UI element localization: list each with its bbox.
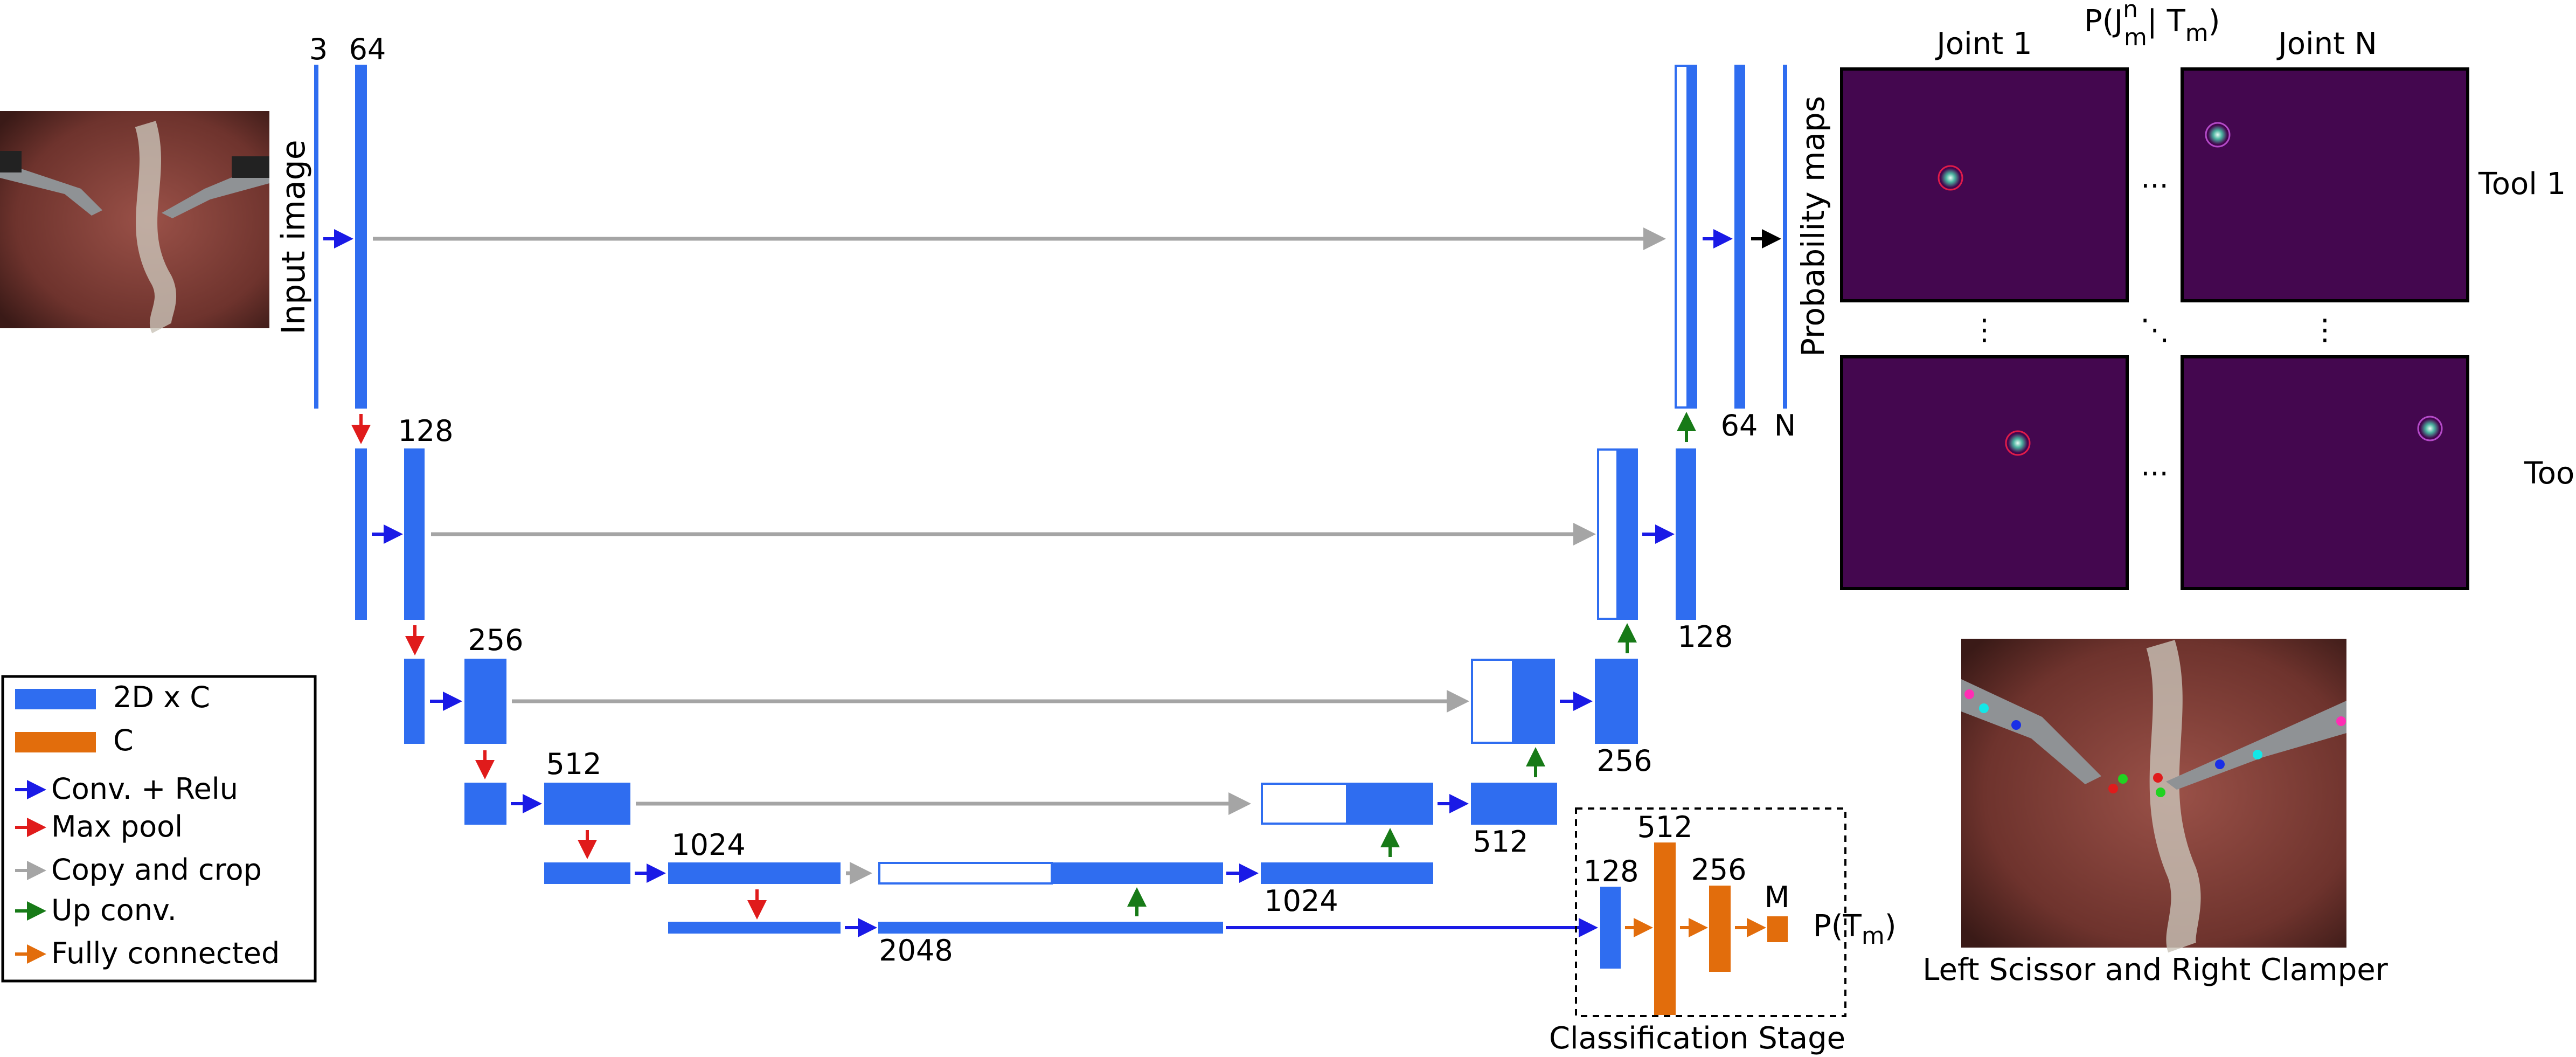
formula-mid: | T bbox=[2147, 4, 2186, 39]
classifier-fc-M bbox=[1767, 916, 1788, 942]
decoder-block-64 bbox=[1734, 65, 1745, 409]
decoder-block-128 bbox=[1676, 448, 1696, 620]
vdots-left: ⋮ bbox=[1970, 313, 1999, 347]
decoder-upconv-block bbox=[1347, 783, 1433, 825]
encoder-block-64 bbox=[355, 65, 367, 409]
hdots-bottom: ... bbox=[2141, 448, 2169, 482]
legend-swatch-orange-block bbox=[15, 732, 96, 752]
joint-N-label: Joint N bbox=[2276, 26, 2377, 61]
decoder-block-256 bbox=[1595, 659, 1638, 744]
svg-text:P(Jnm| Tm): P(Jnm| Tm) bbox=[2084, 0, 2220, 51]
bottleneck-block-2048 bbox=[878, 922, 1223, 934]
encoder-block-1024 bbox=[668, 862, 841, 884]
input-image-label: Input image bbox=[275, 140, 313, 334]
label-2048: 2048 bbox=[879, 934, 953, 968]
legend-label: C bbox=[113, 723, 134, 757]
joint-1-label: Joint 1 bbox=[1935, 26, 2032, 61]
classifier-fc-512 bbox=[1654, 842, 1676, 1015]
label-512: 512 bbox=[546, 747, 601, 781]
legend: 2D x C C Conv. + Relu Max pool Copy and … bbox=[1, 675, 317, 983]
encoder-block-256b bbox=[464, 783, 506, 825]
classifier-label-128: 128 bbox=[1583, 854, 1638, 888]
probability-maps-label: Probability maps bbox=[1795, 96, 1831, 357]
decoder-block-1024 bbox=[1261, 862, 1433, 884]
prob-map-tool1-jointN bbox=[2181, 67, 2469, 302]
decoder-upconv-block bbox=[1617, 448, 1638, 620]
bottleneck-block-1024 bbox=[668, 922, 841, 934]
vdots-right: ⋮ bbox=[2310, 313, 2339, 347]
decoder-label-1024: 1024 bbox=[1264, 884, 1338, 918]
legend-label: Fully connected bbox=[51, 936, 280, 970]
tool-M-label: Tool M bbox=[2524, 456, 2576, 491]
prob-map-tool1-joint1 bbox=[1840, 67, 2129, 302]
label-64: 64 bbox=[349, 32, 386, 66]
legend-label: Up conv. bbox=[51, 893, 177, 927]
prob-map-toolM-jointN bbox=[2181, 355, 2469, 590]
decoder-block-N bbox=[1783, 65, 1787, 409]
formula-prefix: P(J bbox=[2084, 4, 2123, 39]
label-256: 256 bbox=[468, 623, 523, 657]
classification-stage-box bbox=[1575, 807, 1846, 1017]
encoder-block-128 bbox=[404, 448, 425, 620]
legend-box bbox=[1, 675, 317, 983]
classifier-block-128 bbox=[1600, 887, 1621, 969]
decoder-label-512: 512 bbox=[1473, 825, 1528, 859]
legend-label: 2D x C bbox=[113, 680, 210, 714]
decoder-label-256: 256 bbox=[1596, 744, 1652, 778]
decoder-crop-block bbox=[1261, 783, 1348, 825]
legend-label: Conv. + Relu bbox=[51, 772, 238, 806]
hdots-top: ... bbox=[2141, 161, 2169, 195]
formula-sup: n bbox=[2123, 0, 2138, 23]
decoder-crop-block bbox=[1471, 659, 1514, 744]
formula-sub: m bbox=[2124, 24, 2147, 51]
decoder-upconv-block bbox=[1513, 659, 1555, 744]
decoder-label-64: 64 bbox=[1721, 409, 1758, 443]
formula-sub2: m bbox=[2185, 19, 2209, 47]
encoder-block-256 bbox=[464, 659, 506, 744]
encoder-block-512 bbox=[544, 783, 630, 825]
classifier-label-512: 512 bbox=[1637, 810, 1692, 844]
encoder-block-128b bbox=[404, 659, 425, 744]
legend-swatch-blue-block bbox=[15, 689, 96, 709]
ddots-center: ⋱ bbox=[2140, 313, 2169, 347]
legend-label: Max pool bbox=[51, 810, 183, 844]
decoder-upconv-block bbox=[1051, 862, 1223, 884]
classifier-label-M: M bbox=[1765, 880, 1790, 914]
prob-map-toolM-joint1 bbox=[1840, 355, 2129, 590]
encoder-block-512b bbox=[544, 862, 630, 884]
encoder-block-64b bbox=[355, 448, 367, 620]
decoder-crop-block bbox=[1675, 65, 1689, 409]
decoder-upconv-block bbox=[1688, 65, 1697, 409]
example-output-image bbox=[1961, 639, 2346, 953]
encoder-block-3 bbox=[314, 65, 318, 409]
decoder-label-128: 128 bbox=[1677, 620, 1733, 654]
formula-end: ) bbox=[2209, 4, 2220, 39]
classifier-fc-256 bbox=[1709, 886, 1731, 972]
classifier-label-256: 256 bbox=[1691, 853, 1746, 887]
tool-1-label: Tool 1 bbox=[2478, 167, 2566, 202]
classification-output: P(Tm) bbox=[1813, 909, 1897, 950]
decoder-label-N: N bbox=[1774, 409, 1796, 443]
decoder-crop-block bbox=[878, 862, 1053, 885]
label-128: 128 bbox=[398, 414, 453, 448]
example-caption: Left Scissor and Right Clamper bbox=[1922, 952, 2388, 987]
classification-stage-label: Classification Stage bbox=[1549, 1021, 1845, 1056]
label-1024: 1024 bbox=[671, 828, 745, 862]
label-3: 3 bbox=[309, 32, 328, 66]
legend-label: Copy and crop bbox=[51, 853, 262, 887]
decoder-block-512 bbox=[1471, 783, 1557, 825]
decoder-crop-block bbox=[1597, 448, 1619, 620]
input-image bbox=[0, 111, 269, 334]
